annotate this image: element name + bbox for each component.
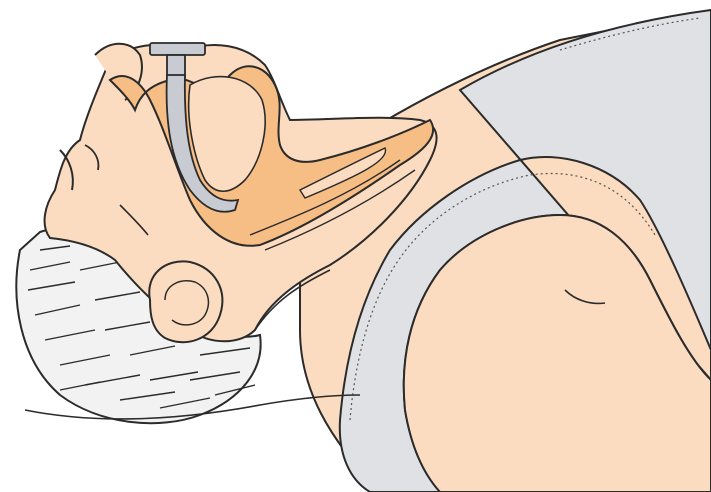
airway-bite-block (167, 55, 185, 77)
airway-flange (150, 43, 205, 55)
ear (149, 261, 222, 342)
